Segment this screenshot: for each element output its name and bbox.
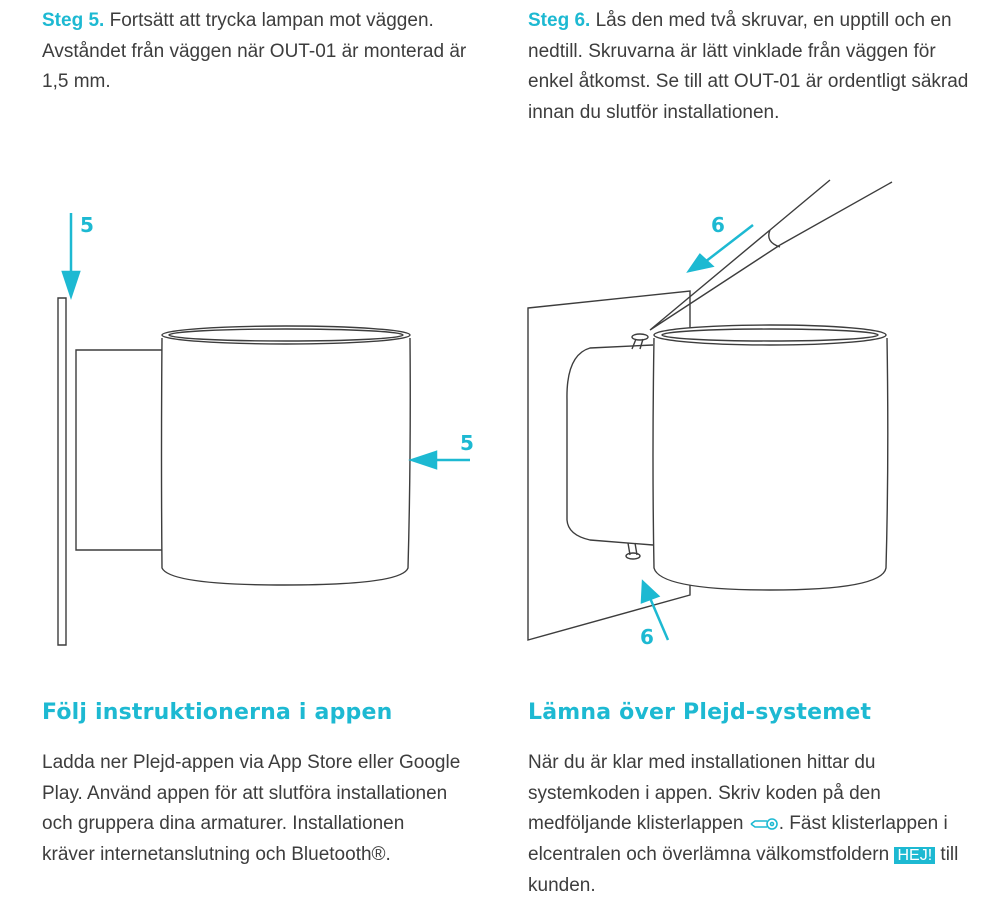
screw-icon [631, 333, 649, 350]
arrow-up-icon [640, 579, 670, 641]
lamp-body [652, 337, 889, 591]
app-section-text: Ladda ner Plejd-appen via App Store elle… [42, 752, 461, 865]
installation-illustrations: 5 5 6 6 [57, 179, 893, 649]
handover-section-heading: Lämna över Plejd-systemet [528, 700, 872, 725]
lamp-body [160, 337, 411, 586]
handover-text-2: . Fäst klisterlappen i elcentralen och ö… [528, 813, 948, 865]
step-5-label: Steg 5. [42, 10, 105, 31]
handover-text-1: När du är klar med installationen hittar… [528, 752, 881, 834]
key-icon [750, 818, 778, 830]
step-5-text: Steg 5. Fortsätt att trycka lampan mot v… [42, 6, 492, 98]
mount-bracket [566, 344, 654, 546]
mount-bracket [75, 349, 162, 551]
figure-label: 5 [80, 213, 94, 237]
lamp-top-rim [161, 325, 411, 345]
handover-section-text: När du är klar med installationen hittar… [528, 748, 978, 902]
figure-label: 5 [460, 431, 474, 455]
arrow-diagonal-icon [686, 224, 754, 273]
figure-label: 6 [640, 625, 654, 649]
screw-icon [625, 542, 641, 560]
figure-step-5: 5 5 [57, 213, 474, 646]
step-6-text: Steg 6. Lås den med två skruvar, en uppt… [528, 6, 978, 128]
step-6-body: Lås den med två skruvar, en upptill och … [528, 10, 969, 123]
app-section-heading: Följ instruktionerna i appen [42, 700, 393, 725]
wall-plate [57, 297, 67, 646]
lamp-top-rim [653, 324, 887, 346]
screwdriver [649, 179, 893, 331]
figure-step-6: 6 6 [527, 179, 893, 649]
step-6-label: Steg 6. [528, 10, 591, 31]
hej-badge: HEJ! [894, 846, 936, 864]
figure-label: 6 [711, 213, 725, 237]
arrow-down-icon [61, 213, 81, 300]
arrow-left-icon [408, 450, 470, 470]
handover-text-3: till kunden. [528, 843, 959, 897]
step-5-body: Fortsätt att trycka lampan mot väggen. A… [42, 10, 467, 92]
